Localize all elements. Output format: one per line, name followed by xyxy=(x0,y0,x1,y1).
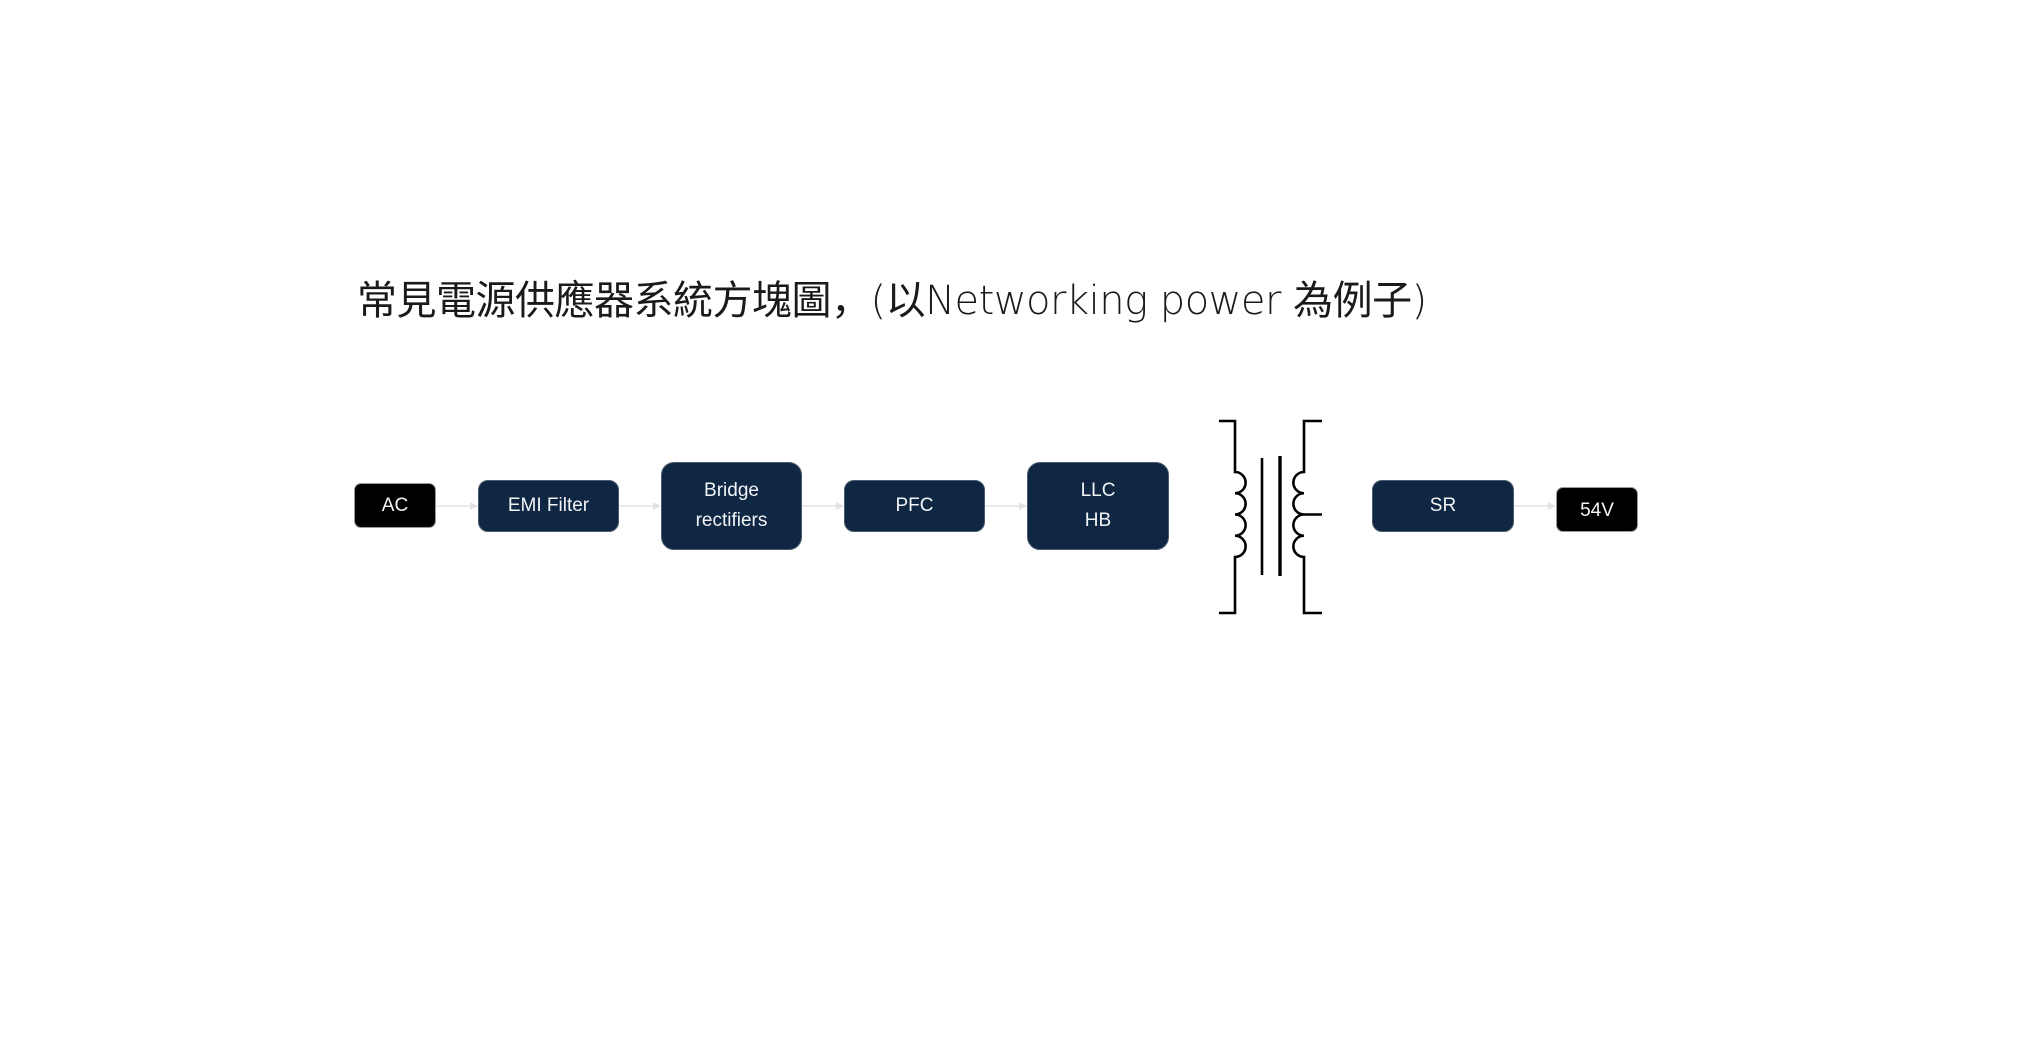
block-label: PFC xyxy=(895,495,934,516)
block-sr: SR xyxy=(1372,480,1514,532)
transformer-icon xyxy=(1219,419,1322,615)
block-pfc: PFC xyxy=(844,480,985,532)
block-label-line-2: HB xyxy=(1084,510,1112,531)
diagram-title: 常見電源供應器系統方塊圖，(以Networking power 為例子) xyxy=(357,278,1427,324)
block-label-line-2: rectifiers xyxy=(695,510,768,531)
block-ac: AC xyxy=(354,483,436,528)
block-label: SR xyxy=(1429,495,1457,516)
block-label: AC xyxy=(381,494,409,516)
block-label-line-1: LLC xyxy=(1080,480,1116,501)
block-label-line-1: Bridge xyxy=(704,480,759,501)
block-label: 54V xyxy=(1580,500,1614,521)
block-bridge-rectifiers: Bridge rectifiers xyxy=(661,462,802,550)
secondary-winding xyxy=(1292,419,1322,615)
block-output-54v: 54V xyxy=(1556,487,1638,532)
block-llc-hb: LLC HB xyxy=(1027,462,1169,550)
block-label: EMI Filter xyxy=(507,495,590,516)
block-emi-filter: EMI Filter xyxy=(478,480,619,532)
primary-winding xyxy=(1219,419,1247,615)
